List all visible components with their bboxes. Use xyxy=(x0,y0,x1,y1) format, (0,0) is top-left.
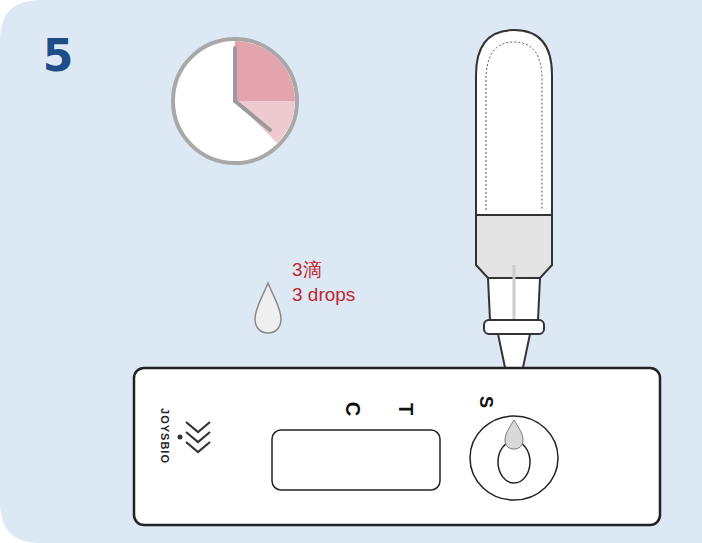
step-number: 5 xyxy=(43,34,74,78)
clock-face xyxy=(173,39,297,163)
drop-count-zh: 3滴 xyxy=(292,260,322,279)
dropper-channel xyxy=(513,265,516,320)
result-window xyxy=(272,430,440,490)
brand-logo: JOYSBIO xyxy=(159,408,170,464)
logo-mark xyxy=(186,422,210,452)
elapsed-sector xyxy=(235,41,295,101)
test-cassette: JOYSBIO C T S xyxy=(134,368,660,525)
sample-drop xyxy=(505,420,523,449)
drop-count-en: 3 drops xyxy=(292,285,355,304)
cassette-body xyxy=(134,368,660,525)
dropper-flange xyxy=(484,320,544,334)
control-line-mark: C xyxy=(343,402,363,416)
timer-clock xyxy=(173,39,297,163)
dropper-inner xyxy=(486,42,542,210)
logo-dot xyxy=(178,435,183,440)
dropper xyxy=(476,30,552,412)
sample-well xyxy=(470,416,558,500)
sample-well-mark: S xyxy=(477,396,495,408)
dropper-bulb xyxy=(476,30,552,215)
test-line-mark: T xyxy=(396,403,416,415)
clock-hand xyxy=(233,48,237,101)
drop-icon xyxy=(255,283,281,333)
test-cassette xyxy=(134,368,660,525)
elapsed-sector xyxy=(235,101,295,143)
clock-hand xyxy=(235,101,270,130)
